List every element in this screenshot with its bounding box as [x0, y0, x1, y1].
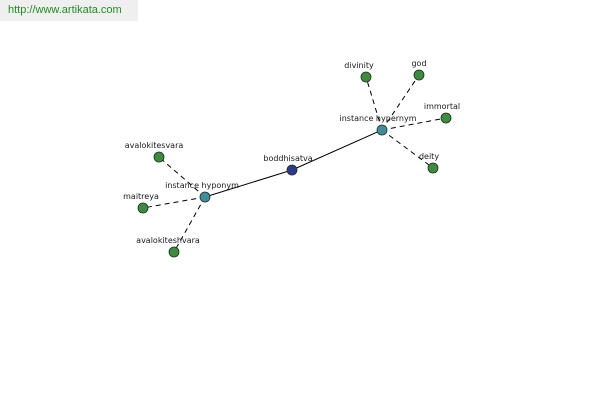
labels: boddhisatva instance hypernym instance hyp…: [123, 59, 460, 245]
site-url-link[interactable]: http://www.artikata.com: [8, 4, 122, 16]
node-hyponym[interactable]: [199, 191, 211, 203]
url-banner: http://www.artikata.com: [0, 0, 138, 21]
node-label-maitreya[interactable]: maitreya: [123, 192, 159, 201]
node-label-avalokiteshvara[interactable]: avalokiteshvara: [136, 236, 200, 245]
edge-hyponym-maitreya: [142, 196, 206, 209]
node-hypernym[interactable]: [376, 124, 388, 136]
edge-hyponym-avalokiteshvara: [173, 196, 206, 253]
node-deity[interactable]: [427, 162, 439, 174]
node-label-divinity[interactable]: divinity: [344, 61, 374, 70]
node-label-god[interactable]: god: [411, 59, 426, 68]
edge-hyponym-avalokitesvara: [158, 156, 206, 198]
edge-hypernym-immortal: [381, 117, 447, 131]
edge-hypernym-deity: [381, 129, 434, 169]
node-avalokitesvara[interactable]: [153, 151, 165, 163]
edge-hypernym-god: [381, 74, 420, 131]
nodes: [137, 69, 452, 258]
edge-root-hyponym: [204, 169, 293, 198]
node-immortal[interactable]: [440, 112, 452, 124]
edge-hypernym-divinity: [365, 76, 383, 131]
node-label-hyponym[interactable]: instance hyponym: [165, 181, 239, 190]
node-divinity[interactable]: [360, 71, 372, 83]
edge-root-hypernym: [291, 129, 383, 171]
node-label-hypernym[interactable]: instance hypernym: [340, 114, 417, 123]
node-label-deity[interactable]: deity: [419, 152, 439, 161]
node-avalokiteshvara[interactable]: [168, 246, 180, 258]
node-label-immortal[interactable]: immortal: [424, 102, 460, 111]
node-root[interactable]: [286, 164, 298, 176]
edges: [142, 74, 447, 253]
node-label-root[interactable]: boddhisatva: [263, 154, 312, 163]
node-god[interactable]: [413, 69, 425, 81]
node-label-avalokitesvara[interactable]: avalokitesvara: [125, 141, 184, 150]
node-maitreya[interactable]: [137, 202, 149, 214]
